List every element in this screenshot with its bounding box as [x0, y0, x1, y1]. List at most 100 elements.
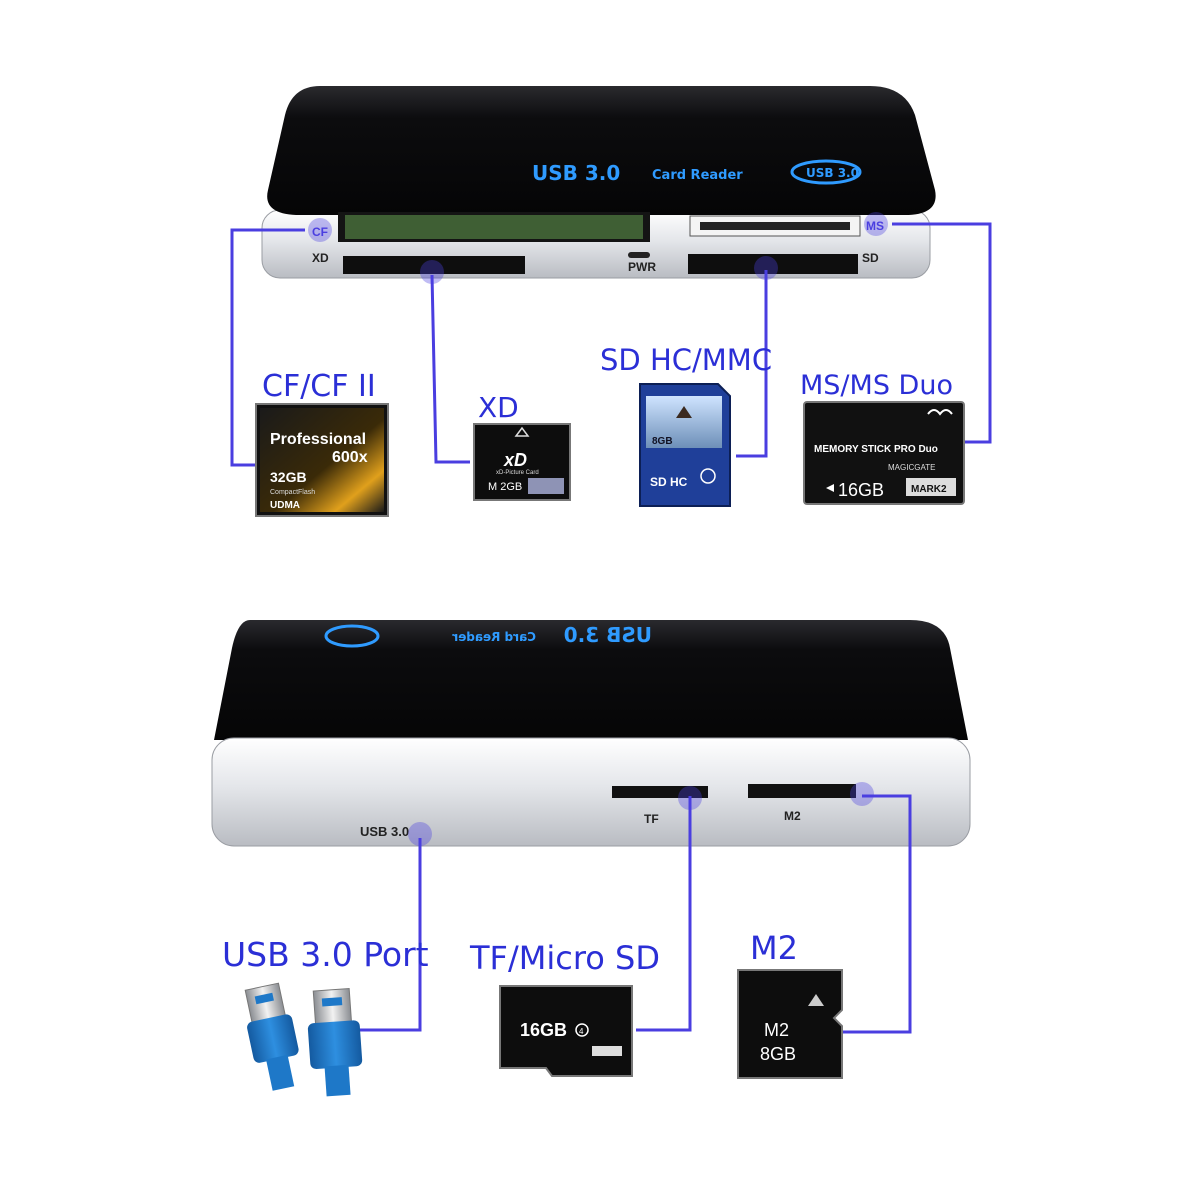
top-device-logo-sub: Card Reader: [652, 168, 743, 183]
xd-insert-arrow-icon: [514, 426, 530, 437]
tf-slot: [612, 786, 708, 798]
bottom-device-lid: [214, 620, 968, 740]
tf-card-size: 16GB: [520, 1020, 567, 1040]
usb-connector-line: [352, 838, 422, 1032]
cf-card-size: 32GB: [270, 469, 307, 485]
sd-card: 8GB SD HC: [639, 383, 731, 507]
ms-slot-label: MS: [866, 219, 884, 233]
tf-class-icon: [575, 1023, 589, 1037]
top-card-reader: USB 3.0 Card Reader USB 3.0 CF XD PWR SD…: [261, 86, 936, 279]
xd-card-sub: xD-Picture Card: [496, 470, 539, 476]
cf-slot-label: CF: [312, 225, 328, 239]
sd-card-logo: SD HC: [650, 475, 688, 489]
pwr-label: PWR: [628, 260, 656, 274]
usb-plug-right-cable: [324, 1064, 351, 1097]
m2-slot-label: M2: [784, 809, 801, 823]
sd-marker-dot: [754, 256, 778, 280]
m2-insert-arrow-icon: [808, 994, 824, 1006]
cf-card-line1: Professional: [270, 431, 366, 448]
bottom-device-logo: USB 3.0: [564, 623, 652, 647]
ms-card-size: 16GB: [838, 480, 884, 500]
ms-marker-dot: [864, 212, 888, 236]
cf-connector-line: [230, 228, 305, 467]
tf-marker-dot: [678, 786, 702, 810]
usb-plug-right: [307, 988, 363, 1097]
xd-slot: [343, 256, 525, 274]
top-connector-dots: [308, 212, 888, 284]
m2-connector-line: [842, 794, 912, 1034]
m2-slot: [748, 784, 856, 798]
usb-plug-right-tongue: [321, 997, 343, 1007]
xd-caption: XD: [478, 391, 519, 424]
usb-port-label: USB 3.0: [360, 824, 409, 839]
bottom-connector-dots: [408, 782, 874, 846]
usb-plug-left-housing: [247, 1014, 299, 1063]
cf-card-line2: 600x: [332, 449, 368, 466]
xd-connector-line: [430, 274, 470, 464]
usb3-badge-icon: [790, 159, 862, 185]
m2-card-line2: 8GB: [760, 1044, 796, 1064]
tf-hc-badge: [592, 1046, 622, 1056]
xd-card: xD xD-Picture Card M 2GB: [473, 423, 571, 501]
m2-caption: M2: [750, 929, 798, 967]
sd-connector-line: [736, 270, 768, 458]
ms-slot-contacts: [700, 222, 850, 230]
bottom-device-mirrored-logo: USB 3.0 Card Reader: [452, 623, 652, 647]
sd-class-icon: [700, 468, 716, 484]
ms-insert-arrow-icon: [826, 484, 834, 492]
bottom-usb3-badge-icon: [324, 624, 380, 648]
bottom-card-reader: USB 3.0 Card Reader USB 3.0 TF M2: [211, 620, 971, 847]
cf-slot-pins: [345, 215, 643, 239]
top-device-logo: USB 3.0: [532, 161, 620, 185]
usb-plug-right-housing: [307, 1020, 363, 1070]
sd-slot-label: SD: [862, 251, 879, 265]
usb-plug-left: [244, 982, 299, 1091]
top-connector-lines: [230, 222, 992, 467]
cf-card-mode: UDMA: [270, 500, 300, 511]
xd-card-logo: xD: [503, 450, 527, 470]
tf-connector-line: [636, 796, 692, 1032]
tf-caption: TF/Micro SD: [470, 939, 660, 977]
cf-caption: CF/CF II: [262, 369, 376, 404]
cf-card-brand: CompactFlash: [270, 489, 315, 496]
tf-card: 16GB 4: [499, 985, 633, 1077]
tf-slot-label: TF: [644, 812, 659, 826]
pwr-led: [628, 252, 650, 258]
cf-card-face: [260, 408, 384, 512]
top-device-lid: [267, 86, 936, 215]
m2-card: M2 8GB: [737, 969, 843, 1079]
bottom-device-band: [211, 737, 971, 847]
ms-card-line2: MAGICGATE: [888, 463, 935, 472]
tf-card-class: 4: [579, 1027, 584, 1036]
xd-card-contacts: [528, 478, 564, 494]
top-device-badge: USB 3.0: [806, 166, 859, 180]
cf-card: Professional 600x 32GB CompactFlash UDMA: [255, 403, 389, 517]
sd-caption: SD HC/MMC: [600, 343, 773, 377]
xd-slot-label: XD: [312, 251, 329, 265]
xd-marker-dot: [420, 260, 444, 284]
xd-card-size: M 2GB: [488, 481, 522, 493]
ms-card: MEMORY STICK PRO Duo MAGICGATE 16GB MARK…: [803, 401, 965, 505]
usb-cables: [244, 982, 363, 1097]
bottom-device-logo-sub: Card Reader: [452, 630, 536, 644]
sd-insert-arrow-icon: [676, 406, 692, 418]
usb-marker-dot: [408, 822, 432, 846]
sd-card-label-image: [646, 396, 722, 448]
ms-connector-line: [892, 222, 992, 444]
usb-caption: USB 3.0 Port: [222, 935, 429, 974]
sd-card-size: 8GB: [652, 436, 673, 447]
usb-plug-left-tongue: [254, 992, 274, 1005]
m2-card-line1: M2: [764, 1020, 789, 1040]
usb-plug-right-metal: [312, 988, 353, 1026]
bottom-connector-lines: [352, 794, 912, 1034]
usb-plug-left-cable: [266, 1054, 295, 1091]
ms-card-mark: MARK2: [911, 484, 947, 495]
m2-marker-dot: [850, 782, 874, 806]
sd-slot: [688, 254, 858, 274]
ms-mark-badge: [906, 478, 956, 496]
ms-card-line1: MEMORY STICK PRO Duo: [814, 444, 938, 455]
ms-caption: MS/MS Duo: [800, 370, 953, 401]
ms-brand-icon: [927, 409, 953, 416]
cf-marker-dot: [308, 218, 332, 242]
